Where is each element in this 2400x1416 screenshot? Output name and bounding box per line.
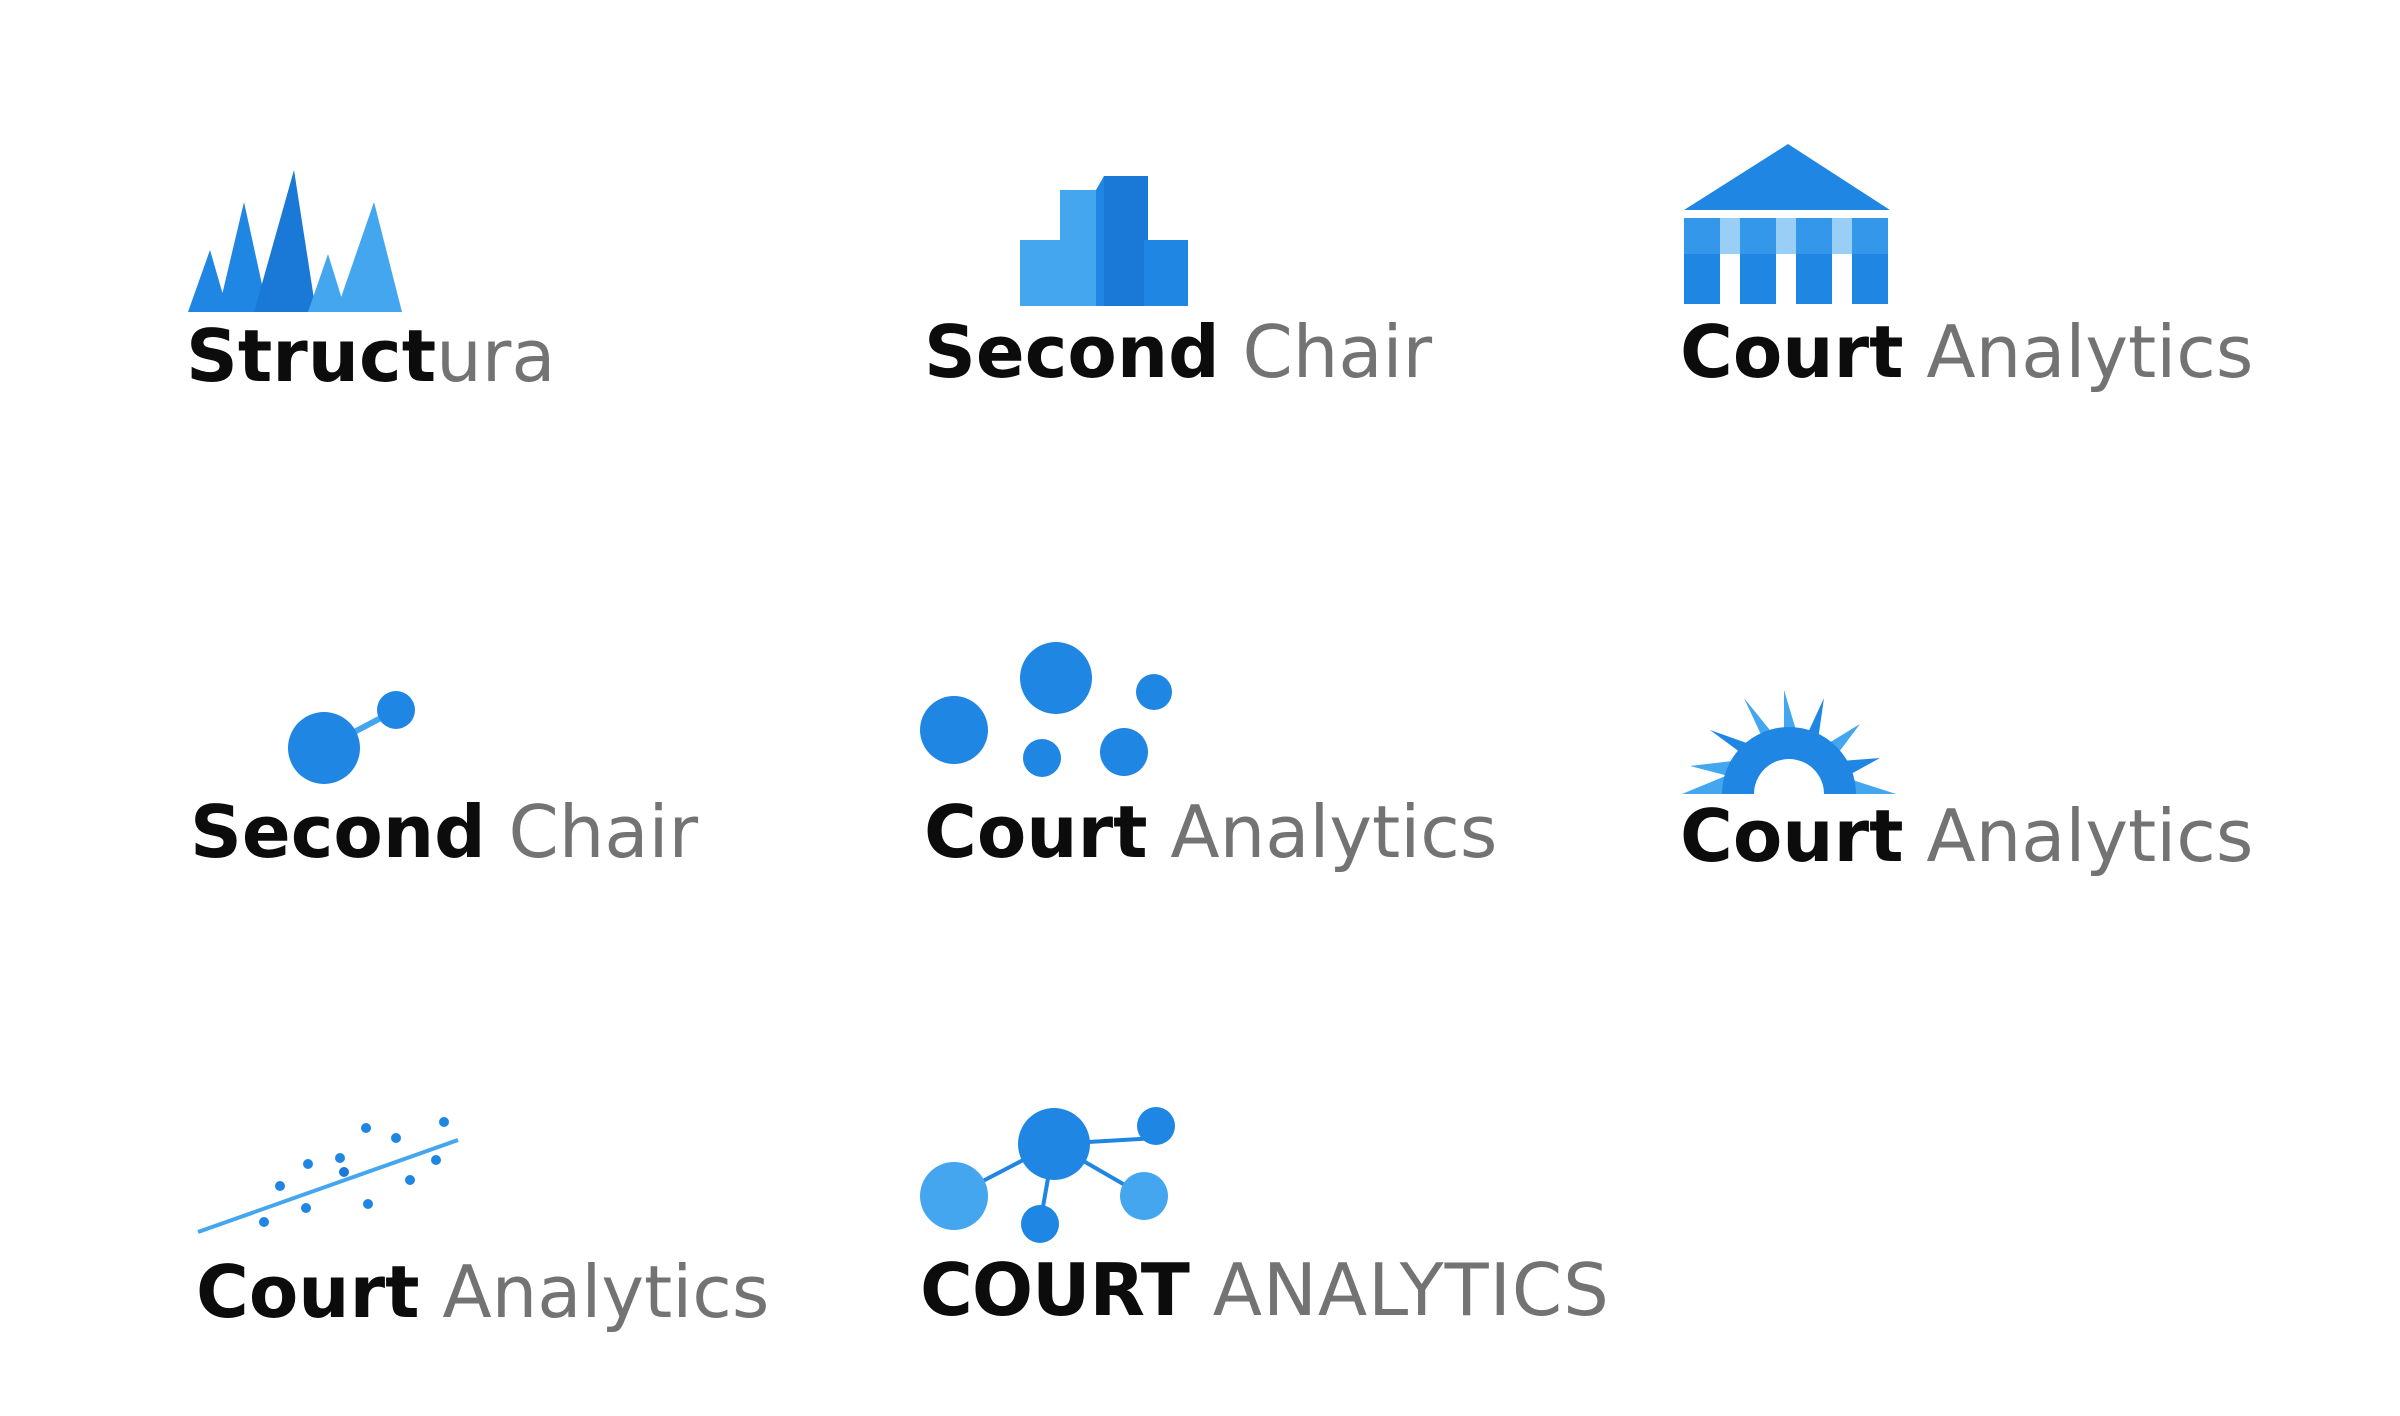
wordmark-bold: Struct <box>186 314 437 398</box>
wordmark-bold: Second <box>190 790 486 874</box>
wordmark-light: Analytics <box>419 1250 770 1334</box>
wordmark-light: Analytics <box>1903 794 2254 878</box>
logo-wordmark: COURT ANALYTICS <box>920 1254 1610 1326</box>
logo-wordmark: Second Chair <box>924 316 1432 388</box>
wordmark-bold: COURT <box>920 1248 1190 1332</box>
wordmark-bold: Court <box>1680 794 1904 878</box>
logo-wordmark: Second Chair <box>190 796 698 868</box>
wordmark-light: ura <box>436 314 556 398</box>
network-nodes-icon <box>920 1107 1175 1243</box>
logo-wordmark: Court Analytics <box>924 796 1497 868</box>
wordmark-light: Analytics <box>1147 790 1498 874</box>
logo-wordmark: Court Analytics <box>196 1256 769 1328</box>
wordmark-light: Analytics <box>1903 310 2254 394</box>
building-blocks-icon <box>1020 176 1188 306</box>
mountain-bars-icon <box>188 170 402 312</box>
wordmark-bold: Court <box>196 1250 420 1334</box>
scatter-trendline-icon <box>197 1117 459 1234</box>
molecule-icon <box>288 691 415 784</box>
wordmark-light: Chair <box>485 790 699 874</box>
half-sunburst-icon <box>1682 690 1896 794</box>
logo-wordmark: Court Analytics <box>1680 800 2253 872</box>
wordmark-light: ANALYTICS <box>1188 1248 1610 1332</box>
wordmark-bold: Court <box>924 790 1148 874</box>
logo-wordmark: Court Analytics <box>1680 316 2253 388</box>
wordmark-bold: Court <box>1680 310 1904 394</box>
courthouse-icon <box>1684 144 1890 304</box>
wordmark-bold: Second <box>924 310 1220 394</box>
logo-wordmark: Structura <box>186 320 556 392</box>
wordmark-light: Chair <box>1219 310 1433 394</box>
scattered-dots-icon <box>920 642 1172 777</box>
